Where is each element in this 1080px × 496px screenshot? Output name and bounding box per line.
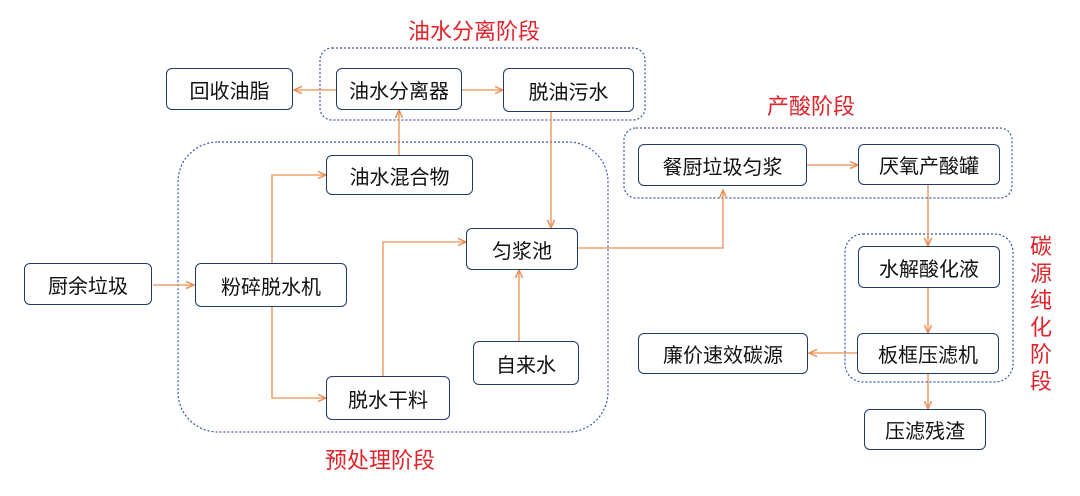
separator-node: 油水分离器 [336, 68, 462, 110]
oil-water-mixture-node: 油水混合物 [326, 155, 473, 195]
oil-water-stage-label: 油水分离阶段 [408, 20, 541, 45]
dry-material-node: 脱水干料 [326, 376, 450, 420]
homogenizer-node: 匀浆池 [466, 228, 578, 270]
deoiled-water-node: 脱油污水 [503, 68, 634, 112]
slurry-node: 餐厨垃圾匀浆 [638, 144, 807, 186]
recovered-oil-node: 回收油脂 [166, 68, 293, 110]
purification-stage-group [844, 233, 1014, 383]
acid-stage-group [623, 127, 1013, 199]
pretreatment-stage-label: 预处理阶段 [325, 449, 436, 474]
acid-stage-label: 产酸阶段 [767, 95, 856, 120]
filter-press-node: 板框压滤机 [857, 333, 999, 374]
purification-stage-label: 碳源纯化阶段 [1029, 235, 1052, 395]
carbon-source-node: 廉价速效碳源 [638, 333, 808, 374]
arrow-crusher-to-dry-material [271, 307, 326, 398]
tap-water-node: 自来水 [473, 341, 579, 385]
arrow-homogenizer-to-slurry [578, 190, 723, 249]
pretreatment-stage-group [177, 141, 609, 433]
arrow-crusher-to-oil-mix [271, 175, 326, 263]
anaerobic-tank-node: 厌氧产酸罐 [858, 144, 1000, 185]
filter-residue-node: 压滤残渣 [864, 409, 986, 450]
crusher-node: 粉碎脱水机 [195, 263, 347, 307]
hydrolysate-node: 水解酸化液 [858, 246, 1000, 288]
arrow-dry-material-to-homogenizer [382, 242, 466, 376]
kitchen-waste-node: 厨余垃圾 [24, 263, 152, 305]
oil-water-stage-group [319, 47, 646, 121]
